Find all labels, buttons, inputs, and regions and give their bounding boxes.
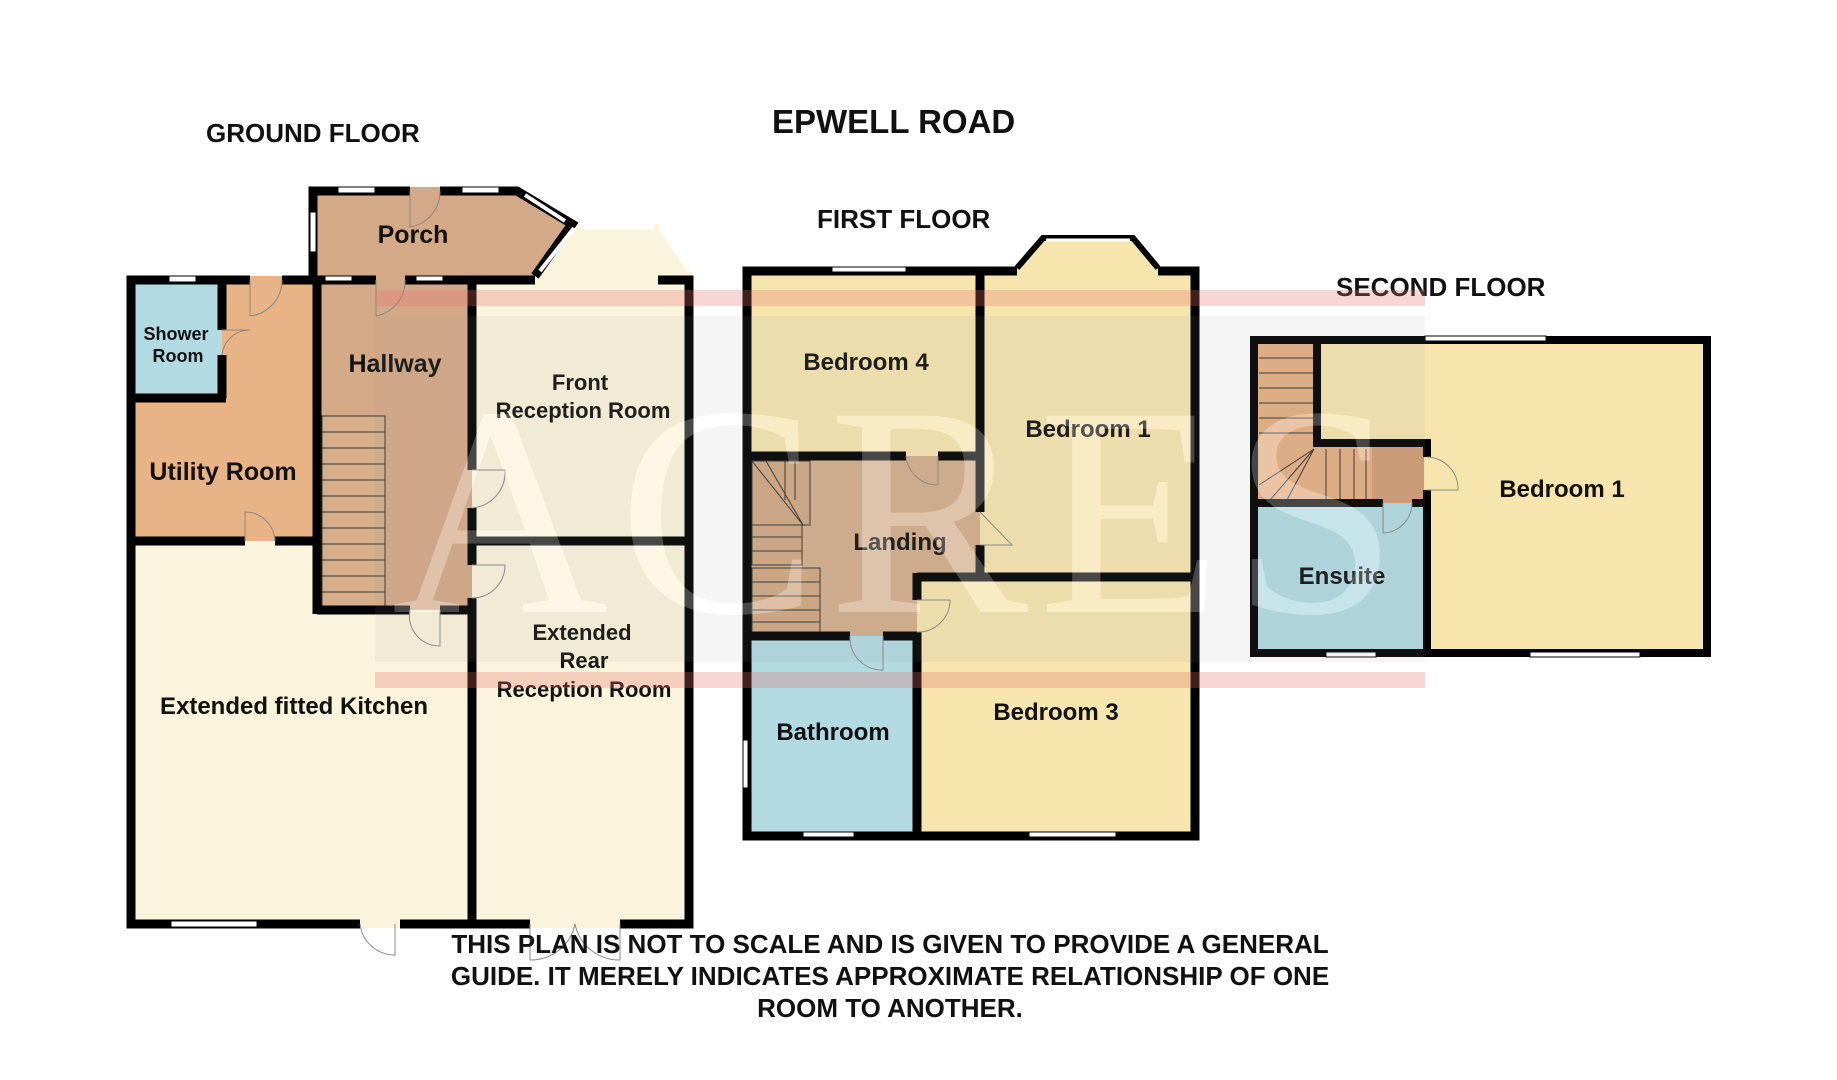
bedroom-1-area — [980, 237, 1199, 577]
second-floor-plan: Bedroom 1 Ensuite — [1250, 335, 1711, 658]
kitchen-label: Extended fitted Kitchen — [160, 693, 428, 720]
second-floor-heading: SECOND FLOOR — [1336, 272, 1546, 302]
first-doors — [849, 455, 1014, 671]
disclaimer-text: THIS PLAN IS NOT TO SCALE AND IS GIVEN T… — [420, 928, 1360, 1024]
front-reception-area — [472, 224, 693, 541]
first-walls — [742, 235, 1200, 841]
ground-floor-heading: GROUND FLOOR — [206, 118, 420, 148]
disclaimer-line-1: THIS PLAN IS NOT TO SCALE AND IS GIVEN T… — [451, 929, 1329, 959]
second-doors — [1382, 456, 1459, 534]
ground-windows — [168, 186, 691, 928]
first-windows — [742, 238, 1130, 838]
porch-label: Porch — [378, 221, 449, 249]
bedroom-3-label: Bedroom 3 — [993, 699, 1118, 726]
second-staircase — [1258, 357, 1367, 501]
disclaimer-line-3: ROOM TO ANOTHER. — [757, 993, 1023, 1023]
first-staircase — [751, 460, 821, 635]
ground-doors — [221, 190, 621, 961]
rear-reception-area — [472, 541, 693, 928]
bathroom-label: Bathroom — [776, 719, 889, 746]
plan-title: EPWELL ROAD — [772, 103, 1016, 140]
rear-reception-label-line1: Extended — [532, 620, 631, 645]
rear-reception-label-line2: Rear — [560, 648, 609, 673]
bedroom-1-first-label: Bedroom 1 — [1025, 416, 1150, 443]
bedroom-3-area — [917, 577, 1199, 840]
second-landing-area — [1372, 445, 1424, 503]
shower-room-label-line1: Shower — [143, 324, 208, 344]
bedroom-4-label: Bedroom 4 — [803, 349, 929, 376]
bathroom-area — [743, 636, 917, 840]
landing-label: Landing — [853, 529, 946, 556]
bedroom-4-area — [743, 267, 980, 456]
shower-room-area — [127, 276, 222, 398]
second-windows — [1325, 335, 1641, 658]
first-floor-heading: FIRST FLOOR — [817, 204, 991, 234]
ensuite-label: Ensuite — [1299, 563, 1386, 590]
hallway-label: Hallway — [348, 350, 441, 378]
porch-area — [313, 187, 572, 276]
utility-room-label: Utility Room — [149, 458, 296, 486]
watermark-text: ACRES — [392, 345, 1409, 677]
disclaimer-line-2: GUIDE. IT MERELY INDICATES APPROXIMATE R… — [450, 961, 1330, 991]
ground-staircase — [321, 415, 386, 611]
front-reception-label-line2: Reception Room — [496, 398, 671, 423]
bedroom-1-second-label: Bedroom 1 — [1499, 476, 1624, 503]
front-reception-label-line1: Front — [552, 370, 609, 395]
acres-watermark: ACRES — [375, 290, 1425, 688]
shower-room-label-line2: Room — [153, 346, 204, 366]
rear-reception-label-line3: Reception Room — [497, 677, 672, 702]
ground-floor-plan: Porch Shower Room Utility Room Hallway F… — [126, 186, 694, 961]
first-floor-plan: Bedroom 4 Bedroom 1 Landing Bathroom Bed… — [742, 235, 1200, 841]
